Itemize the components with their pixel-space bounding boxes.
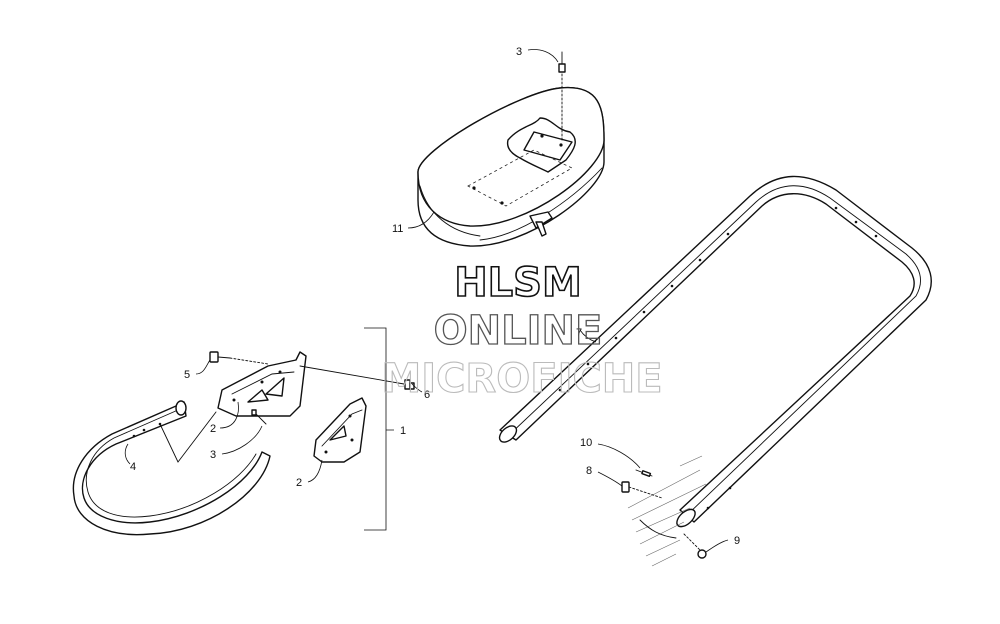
callout-3-top: 3 xyxy=(516,46,522,58)
bumper xyxy=(72,400,271,536)
callout-2-upper: 2 xyxy=(210,423,216,435)
callouts: 3 11 5 6 1 2 3 4 2 7 10 8 9 xyxy=(130,46,740,547)
seat-cushion xyxy=(417,86,605,247)
callout-2-lower: 2 xyxy=(296,477,302,489)
watermark-line-3: MICROFICHE xyxy=(381,356,662,402)
callout-10: 10 xyxy=(580,437,592,449)
handle-hardware xyxy=(621,469,707,559)
watermark-line-1: HLSM xyxy=(454,260,582,306)
callout-7: 7 xyxy=(576,327,582,339)
seat-bolt xyxy=(558,51,566,141)
watermark-line-2: ONLINE xyxy=(434,308,603,354)
callout-4: 4 xyxy=(130,461,136,473)
callout-11: 11 xyxy=(392,223,403,235)
bracket-lower xyxy=(313,397,367,463)
chassis-hatch xyxy=(627,455,707,567)
leader-lines xyxy=(124,49,729,553)
callout-8: 8 xyxy=(586,465,592,477)
callout-1: 1 xyxy=(400,425,406,437)
handlebar-frame xyxy=(498,175,932,567)
callout-6: 6 xyxy=(424,389,430,401)
watermark: HLSM ONLINE MICROFICHE xyxy=(381,259,663,402)
callout-9: 9 xyxy=(734,535,740,547)
bracket-upper xyxy=(217,351,307,417)
callout-3-lower: 3 xyxy=(210,449,216,461)
assembly-bracket-1 xyxy=(364,327,394,531)
callout-5: 5 xyxy=(184,369,190,381)
bracket-bolt xyxy=(209,351,269,365)
bracket-screw xyxy=(251,409,267,425)
